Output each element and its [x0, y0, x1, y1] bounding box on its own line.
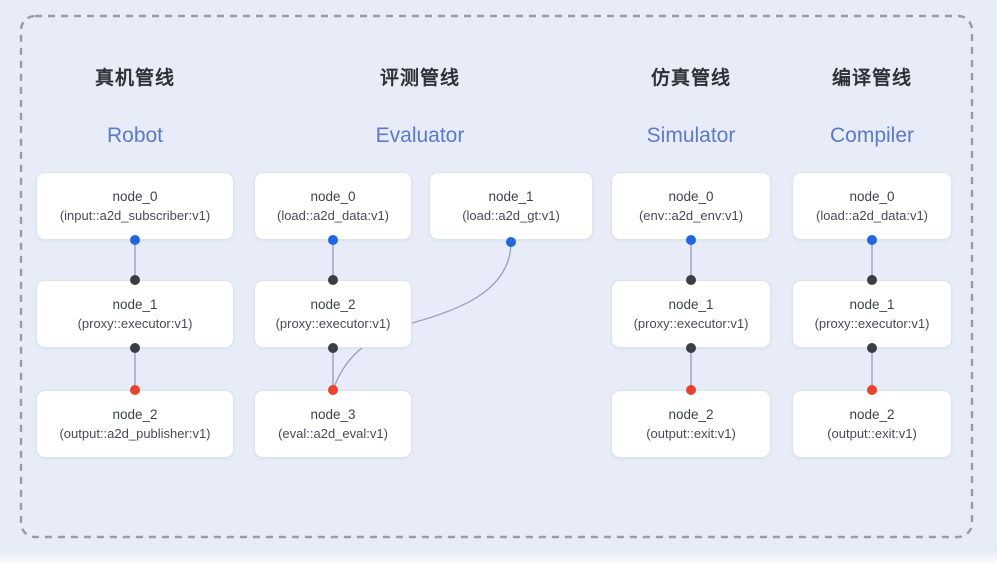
pipeline-title-cn: 评测管线	[379, 68, 461, 89]
node-title: node_0	[112, 188, 158, 204]
diagram-node[interactable]: node_3(eval::a2d_eval:v1)	[254, 390, 412, 458]
node-title: node_2	[849, 406, 895, 422]
node-title: node_2	[112, 406, 158, 422]
diagram-node[interactable]: node_0(input::a2d_subscriber:v1)	[36, 172, 234, 240]
diagram-node[interactable]: node_2(proxy::executor:v1)	[254, 280, 412, 348]
node-title: node_2	[668, 406, 714, 422]
node-title: node_1	[849, 296, 895, 312]
node-subtitle: (output::exit:v1)	[827, 426, 917, 442]
node-subtitle: (load::a2d_data:v1)	[276, 208, 390, 224]
node-subtitle: (input::a2d_subscriber:v1)	[59, 208, 211, 224]
pipeline-title-cn: 编译管线	[831, 68, 913, 89]
diagram-node[interactable]: node_1(load::a2d_gt:v1)	[429, 172, 593, 240]
pipeline-title-cn: 真机管线	[94, 68, 176, 89]
pipeline-title-en: Robot	[106, 124, 164, 147]
bottom-fade	[0, 550, 997, 563]
node-title: node_1	[112, 296, 158, 312]
node-subtitle: (output::exit:v1)	[646, 426, 736, 442]
diagram-node[interactable]: node_1(proxy::executor:v1)	[792, 280, 952, 348]
node-subtitle: (proxy::executor:v1)	[814, 316, 930, 332]
node-title: node_1	[488, 188, 534, 204]
node-subtitle: (proxy::executor:v1)	[633, 316, 749, 332]
diagram-node[interactable]: node_2(output::exit:v1)	[792, 390, 952, 458]
node-title: node_3	[310, 406, 356, 422]
node-title: node_0	[668, 188, 714, 204]
pipeline-title-en: Evaluator	[375, 124, 465, 147]
node-title: node_2	[310, 296, 356, 312]
diagram-node[interactable]: node_1(proxy::executor:v1)	[36, 280, 234, 348]
diagram-node[interactable]: node_2(output::exit:v1)	[611, 390, 771, 458]
diagram-node[interactable]: node_0(env::a2d_env:v1)	[611, 172, 771, 240]
node-subtitle: (load::a2d_gt:v1)	[462, 208, 560, 224]
node-subtitle: (proxy::executor:v1)	[77, 316, 193, 332]
node-title: node_1	[668, 296, 714, 312]
node-subtitle: (output::a2d_publisher:v1)	[59, 426, 211, 442]
diagram-node[interactable]: node_0(load::a2d_data:v1)	[254, 172, 412, 240]
diagram-node[interactable]: node_0(load::a2d_data:v1)	[792, 172, 952, 240]
diagram-node[interactable]: node_2(output::a2d_publisher:v1)	[36, 390, 234, 458]
node-title: node_0	[849, 188, 895, 204]
pipeline-title-en: Compiler	[829, 124, 915, 147]
node-subtitle: (proxy::executor:v1)	[275, 316, 391, 332]
diagram-node[interactable]: node_1(proxy::executor:v1)	[611, 280, 771, 348]
node-title: node_0	[310, 188, 356, 204]
pipeline-title-en: Simulator	[646, 124, 736, 147]
node-subtitle: (env::a2d_env:v1)	[638, 208, 744, 224]
pipeline-title-cn: 仿真管线	[650, 68, 732, 89]
node-subtitle: (eval::a2d_eval:v1)	[278, 426, 388, 442]
node-subtitle: (load::a2d_data:v1)	[815, 208, 929, 224]
